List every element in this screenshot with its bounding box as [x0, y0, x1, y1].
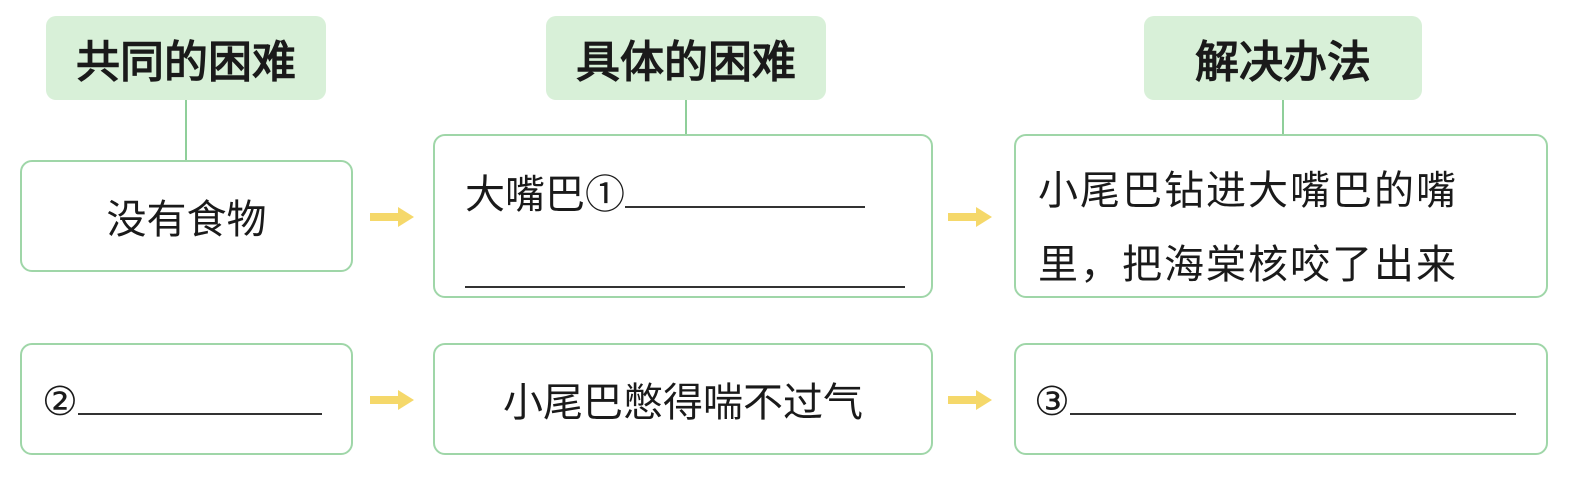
connector-line-specific: [685, 100, 687, 134]
row2-common-line: ②: [42, 379, 322, 425]
header-common-label: 共同的困难: [76, 37, 296, 88]
row1-solution-box: 小尾巴钻进大嘴巴的嘴 里，把海棠核咬了出来: [1014, 134, 1548, 298]
row2-solution-line: ③: [1034, 379, 1516, 425]
row1-common-text: 没有食物: [106, 197, 267, 243]
header-solution: 解决办法: [1144, 16, 1422, 100]
right-arrow-icon: [370, 207, 414, 227]
row1-specific-box: 大嘴巴①: [433, 134, 933, 298]
row2-specific-box: 小尾巴憋得喘不过气: [433, 343, 933, 455]
row2-solution-marker: ③: [1034, 379, 1070, 425]
header-specific-label: 具体的困难: [576, 37, 796, 88]
header-common-difficulty: 共同的困难: [46, 16, 326, 100]
connector-line-common: [185, 100, 187, 160]
header-solution-label: 解决办法: [1195, 37, 1371, 88]
row2-common-marker: ②: [42, 379, 78, 425]
row2-specific-text: 小尾巴憋得喘不过气: [503, 380, 863, 426]
header-specific-difficulty: 具体的困难: [546, 16, 826, 100]
row1-specific-prefix: 大嘴巴①: [465, 172, 625, 218]
row2-common-blank[interactable]: [77, 379, 322, 415]
row1-specific-blank-1[interactable]: [625, 172, 865, 208]
row2-solution-blank[interactable]: [1069, 379, 1516, 415]
connector-line-solution: [1282, 100, 1284, 134]
row1-solution-line2: 里，把海棠核咬了出来: [1038, 242, 1458, 288]
row2-solution-box: ③: [1014, 343, 1548, 455]
right-arrow-icon: [948, 207, 992, 227]
right-arrow-icon: [370, 390, 414, 410]
row1-specific-blank-2[interactable]: [465, 286, 905, 288]
row1-solution-line1: 小尾巴钻进大嘴巴的嘴: [1038, 168, 1458, 214]
row1-common-box: 没有食物: [20, 160, 353, 272]
right-arrow-icon: [948, 390, 992, 410]
row2-common-box: ②: [20, 343, 353, 455]
row1-specific-line1: 大嘴巴①: [465, 162, 865, 220]
